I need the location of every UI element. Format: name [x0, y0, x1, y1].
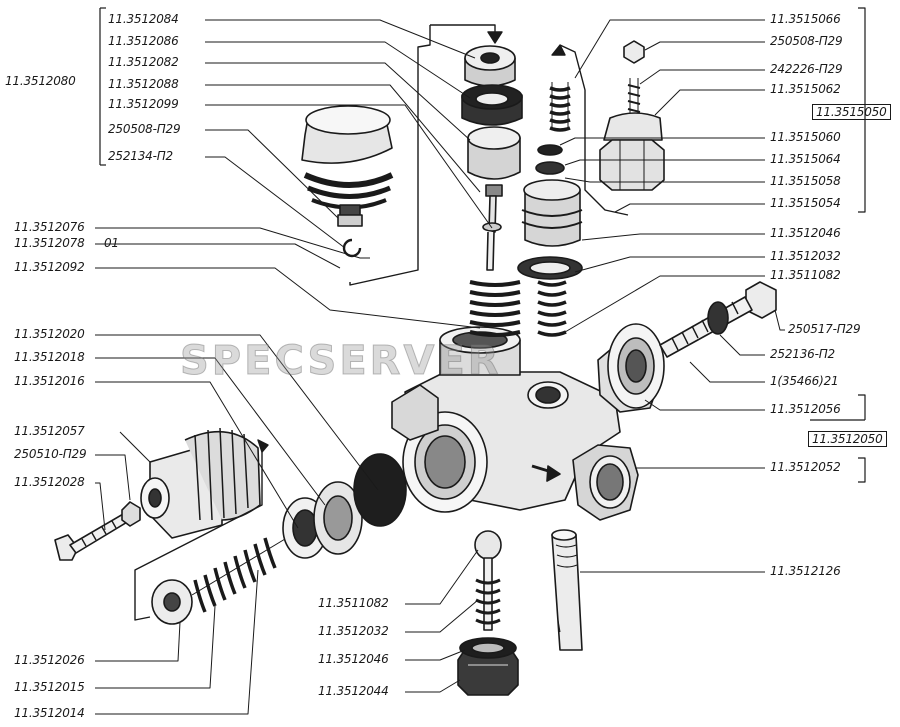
group-brackets: [134, 24, 629, 621]
label-11-3512057: 11.3512057: [14, 424, 85, 438]
label-11-3512014: 11.3512014: [14, 706, 85, 720]
label-11-3511082-lower: 11.3511082: [318, 596, 389, 610]
label-11-3512044: 11.3512044: [318, 684, 389, 698]
label-11-3512084: 11.3512084: [108, 12, 179, 26]
watermark: SPECSERVER: [180, 338, 502, 385]
filter-cap: [301, 105, 394, 258]
label-11-3512020: 11.3512020: [14, 327, 85, 341]
label-250517-p29: 250517-П29: [788, 322, 861, 336]
label-252136-p2: 252136-П2: [770, 347, 835, 361]
label-11-3512015: 11.3512015: [14, 680, 85, 694]
label-11-3512052: 11.3512052: [770, 460, 841, 474]
right-valve-stack: [517, 40, 665, 337]
label-11-3512080: 11.3512080: [5, 74, 76, 88]
label-11-3512050: 11.3512050: [808, 431, 887, 447]
leader-lines: [95, 19, 785, 715]
label-11-3512032-upper: 11.3512032: [770, 249, 841, 263]
label-250508-p29-right: 250508-П29: [770, 34, 843, 48]
label-11-3512099: 11.3512099: [108, 97, 179, 111]
lower-left-spring: [151, 453, 407, 625]
label-11-3512078: 11.3512078: [14, 236, 85, 250]
guide-pin: [551, 529, 583, 651]
label-11-3515064: 11.3515064: [770, 152, 841, 166]
label-252134-p2: 252134-П2: [108, 149, 173, 163]
label-11-3512056: 11.3512056: [770, 402, 841, 416]
left-housing: [54, 427, 261, 561]
label-11-3512092: 11.3512092: [14, 260, 85, 274]
label-11-3512026: 11.3512026: [14, 653, 85, 667]
label-11-3515058: 11.3515058: [770, 174, 841, 188]
label-11-3511082-upper: 11.3511082: [770, 268, 841, 282]
label-11-3512082: 11.3512082: [108, 55, 179, 69]
label-11-3512046-upper: 11.3512046: [770, 226, 841, 240]
label-1-35466-21: 1(35466)21: [770, 374, 839, 388]
label-11-3512076: 11.3512076: [14, 220, 85, 234]
top-cap-stack: [461, 45, 523, 337]
lower-valve: [457, 530, 519, 696]
label-242226-p29: 242226-П29: [770, 62, 843, 76]
label-250510-p29: 250510-П29: [14, 447, 87, 461]
label-11-3512126: 11.3512126: [770, 564, 841, 578]
label-11-3515062: 11.3515062: [770, 82, 841, 96]
label-brackets: [99, 7, 866, 483]
label-01: 01: [104, 236, 119, 250]
label-11-3512018: 11.3512018: [14, 350, 85, 364]
right-bolt: [659, 281, 777, 358]
label-11-3512032-lower: 11.3512032: [318, 624, 389, 638]
label-11-3512088: 11.3512088: [108, 77, 179, 91]
label-11-3515054: 11.3515054: [770, 196, 841, 210]
valve-body: [391, 323, 665, 521]
label-250508-p29: 250508-П29: [108, 122, 181, 136]
label-11-3515060: 11.3515060: [770, 130, 841, 144]
label-11-3515050: 11.3515050: [812, 104, 891, 120]
label-11-3512046-lower: 11.3512046: [318, 652, 389, 666]
label-11-3512086: 11.3512086: [108, 34, 179, 48]
label-11-3512028: 11.3512028: [14, 475, 85, 489]
label-11-3515066: 11.3515066: [770, 12, 841, 26]
label-11-3512016: 11.3512016: [14, 374, 85, 388]
